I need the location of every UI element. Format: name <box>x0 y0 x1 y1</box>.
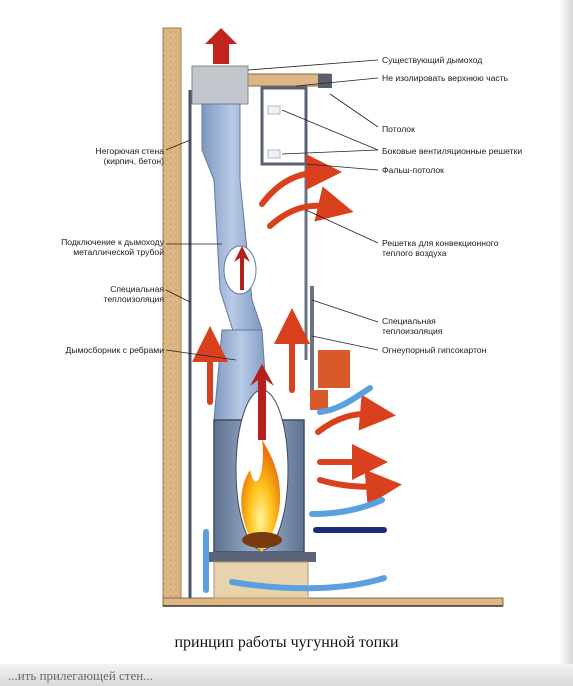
leader-lines <box>165 59 379 361</box>
label-side-vents: Боковые вентиляционные решетки <box>382 146 523 156</box>
label-special-insulation-left-2: теплоизоляция <box>103 294 164 304</box>
label-existing-chimney: Существующий дымоход <box>382 55 483 65</box>
up-arrow-icon <box>205 28 237 64</box>
floor <box>162 597 504 607</box>
label-convection-grille-2: теплого воздуха <box>382 248 447 258</box>
pipe <box>201 103 263 341</box>
label-smoke-collector: Дымосборник с ребрами <box>65 345 165 355</box>
label-connection-2: металлической трубой <box>73 247 164 257</box>
label-fireproof-drywall: Огнеупорный гипсокартон <box>382 345 487 355</box>
label-nonflammable-wall-2: (кирпич, бетон) <box>103 156 164 166</box>
label-nonflammable-wall-1: Негорючая стена <box>95 146 165 156</box>
label-convection-grille-1: Решетка для конвекционного <box>382 238 499 248</box>
hood <box>318 350 350 388</box>
bottom-cut-text: ...ить прилегающей стен... <box>8 668 153 683</box>
hot-air-arrows <box>192 154 402 506</box>
diagram-caption: принцип работы чугунной топки <box>174 634 399 651</box>
label-special-insulation-right-2: теплоизоляция <box>382 326 443 336</box>
label-special-insulation-right-1: Специальная <box>382 316 436 326</box>
label-special-insulation-left-1: Специальная <box>110 284 164 294</box>
label-ceiling: Потолок <box>382 124 415 134</box>
bottom-strip <box>0 664 573 686</box>
cold-air-arrows <box>203 385 387 593</box>
label-connection-1: Подключение к дымоходу <box>61 237 164 247</box>
brick-wall <box>162 27 182 601</box>
label-no-insulate-top: Не изолировать верхнюю часть <box>382 73 509 83</box>
label-false-ceiling: Фальш-потолок <box>382 165 444 175</box>
chimney-cap <box>191 65 249 105</box>
frame-shadow <box>559 0 573 686</box>
